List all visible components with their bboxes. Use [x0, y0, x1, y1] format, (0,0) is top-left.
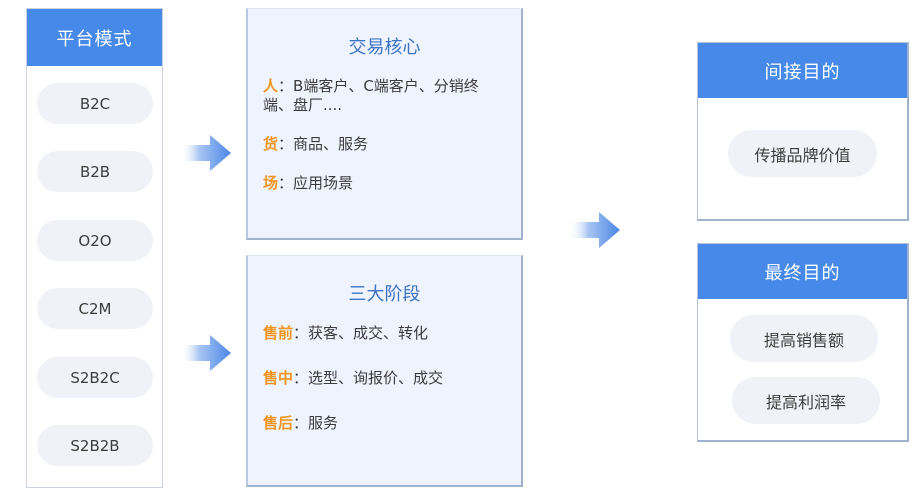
three-stages-box: 三大阶段 售前：获客、成交、转化 售中：选型、询报价、成交 售后：服务	[246, 255, 523, 487]
stage-value-after-sale: 服务	[308, 414, 339, 432]
core-line-goods: 货：商品、服务	[248, 135, 521, 154]
core-key-goods: 货	[263, 135, 279, 153]
separator: ：	[293, 369, 309, 387]
goal-pill-brand-value: 传播品牌价值	[728, 130, 877, 177]
mode-pill-b2c: B2C	[37, 83, 153, 124]
core-value-goods: 商品、服务	[293, 135, 369, 153]
stage-key-pre-sale: 售前	[263, 324, 294, 342]
transaction-core-title: 交易核心	[348, 37, 421, 58]
stage-value-pre-sale: 获客、成交、转化	[308, 324, 429, 342]
core-line-people: 人：B端客户、C端客户、分销终端、盘厂....	[248, 77, 521, 115]
platform-modes-title: 平台模式	[27, 9, 162, 66]
mode-pill-c2m: C2M	[37, 288, 153, 329]
right-arrow-icon	[571, 212, 620, 248]
three-stages-title: 三大阶段	[348, 284, 421, 305]
indirect-goal-title: 间接目的	[698, 43, 907, 98]
core-key-people: 人	[263, 77, 279, 95]
separator: ：	[278, 135, 294, 153]
core-line-scene: 场：应用场景	[248, 174, 521, 193]
mode-pill-b2b: B2B	[37, 151, 153, 192]
right-arrow-icon	[182, 335, 231, 371]
mode-pill-s2b2b: S2B2B	[37, 425, 153, 466]
separator: ：	[278, 174, 294, 192]
stage-key-in-sale: 售中	[263, 369, 294, 387]
mode-pill-o2o: O2O	[37, 220, 153, 261]
stage-line-after-sale: 售后：服务	[248, 414, 521, 433]
right-arrow-icon	[182, 135, 231, 171]
stage-line-pre-sale: 售前：获客、成交、转化	[248, 324, 521, 343]
transaction-core-box: 交易核心 人：B端客户、C端客户、分销终端、盘厂.... 货：商品、服务 场：应…	[246, 8, 523, 240]
final-goal-title: 最终目的	[698, 244, 907, 299]
stage-key-after-sale: 售后	[263, 414, 294, 432]
goal-pill-sales: 提高销售额	[730, 315, 878, 362]
stage-line-in-sale: 售中：选型、询报价、成交	[248, 369, 521, 388]
stage-value-in-sale: 选型、询报价、成交	[308, 369, 444, 387]
core-key-scene: 场	[263, 174, 279, 192]
mode-pill-s2b2c: S2B2C	[37, 357, 153, 398]
separator: ：	[293, 414, 309, 432]
goal-pill-profit: 提高利润率	[732, 377, 880, 424]
core-value-scene: 应用场景	[293, 174, 354, 192]
separator: ：	[293, 324, 309, 342]
final-goal-box: 最终目的 提高销售额 提高利润率	[697, 243, 909, 442]
indirect-goal-box: 间接目的 传播品牌价值	[697, 42, 909, 221]
platform-modes-panel: 平台模式 B2C B2B O2O C2M S2B2C S2B2B	[26, 8, 163, 488]
core-value-people: B端客户、C端客户、分销终端、盘厂....	[263, 77, 479, 114]
separator: ：	[278, 77, 294, 95]
